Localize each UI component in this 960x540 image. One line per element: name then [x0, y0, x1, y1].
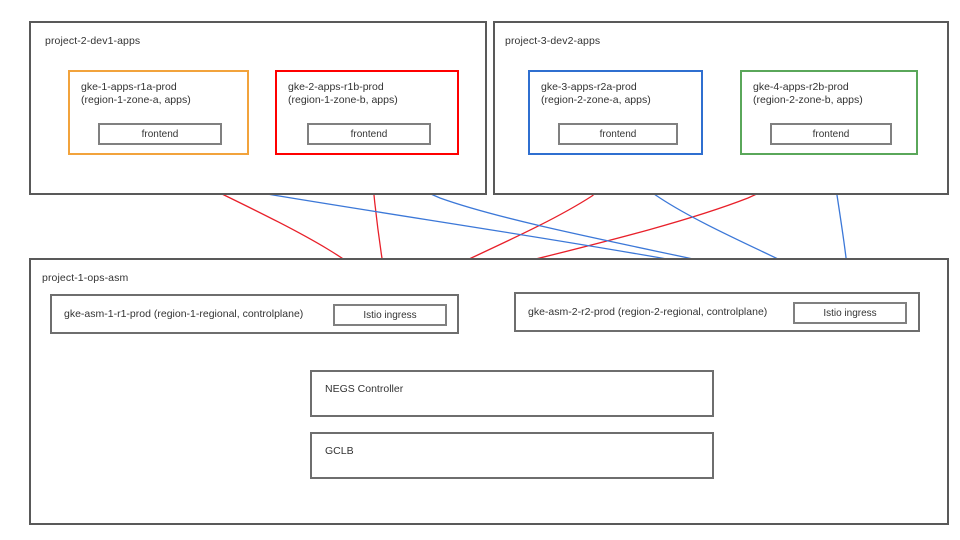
cluster-name-gke-2: gke-2-apps-r1b-prod: [288, 81, 384, 93]
project-label-project-3-dev2-apps: project-3-dev2-apps: [505, 35, 601, 47]
cluster-detail-gke-4: (region-2-zone-b, apps): [753, 94, 863, 106]
istio-ingress-box-gke-asm-1[interactable]: Istio ingress: [333, 304, 447, 326]
cluster-box-gke-1[interactable]: gke-1-apps-r1a-prod (region-1-zone-a, ap…: [68, 70, 249, 155]
cluster-detail-gke-1: (region-1-zone-a, apps): [81, 94, 191, 106]
workload-box-gke-3-frontend[interactable]: frontend: [558, 123, 678, 145]
controlplane-label-gke-asm-2: gke-asm-2-r2-prod (region-2-regional, co…: [528, 306, 768, 318]
component-label-negs-controller: NEGS Controller: [325, 383, 404, 395]
project-label-project-2-dev1-apps: project-2-dev1-apps: [45, 35, 141, 47]
cluster-box-gke-3[interactable]: gke-3-apps-r2a-prod (region-2-zone-a, ap…: [528, 70, 703, 155]
istio-ingress-box-gke-asm-2[interactable]: Istio ingress: [793, 302, 907, 324]
cluster-name-gke-4: gke-4-apps-r2b-prod: [753, 81, 849, 93]
component-box-gclb[interactable]: GCLB: [310, 432, 714, 479]
workload-box-gke-4-frontend[interactable]: frontend: [770, 123, 892, 145]
controlplane-box-gke-asm-2[interactable]: gke-asm-2-r2-prod (region-2-regional, co…: [514, 292, 920, 332]
cluster-box-gke-2[interactable]: gke-2-apps-r1b-prod (region-1-zone-b, ap…: [275, 70, 459, 155]
cluster-title-gke-4: gke-4-apps-r2b-prod (region-2-zone-b, ap…: [753, 81, 863, 107]
controlplane-box-gke-asm-1[interactable]: gke-asm-1-r1-prod (region-1-regional, co…: [50, 294, 459, 334]
workload-box-gke-2-frontend[interactable]: frontend: [307, 123, 431, 145]
cluster-name-gke-3: gke-3-apps-r2a-prod: [541, 81, 637, 93]
component-box-negs-controller[interactable]: NEGS Controller: [310, 370, 714, 417]
cluster-detail-gke-2: (region-1-zone-b, apps): [288, 94, 398, 106]
component-label-gclb: GCLB: [325, 445, 354, 457]
cluster-title-gke-1: gke-1-apps-r1a-prod (region-1-zone-a, ap…: [81, 81, 191, 107]
cluster-name-gke-1: gke-1-apps-r1a-prod: [81, 81, 177, 93]
cluster-title-gke-3: gke-3-apps-r2a-prod (region-2-zone-a, ap…: [541, 81, 651, 107]
workload-box-gke-1-frontend[interactable]: frontend: [98, 123, 222, 145]
controlplane-label-gke-asm-1: gke-asm-1-r1-prod (region-1-regional, co…: [64, 308, 304, 320]
cluster-detail-gke-3: (region-2-zone-a, apps): [541, 94, 651, 106]
project-label-project-1-ops-asm: project-1-ops-asm: [42, 272, 129, 284]
cluster-title-gke-2: gke-2-apps-r1b-prod (region-1-zone-b, ap…: [288, 81, 398, 107]
cluster-box-gke-4[interactable]: gke-4-apps-r2b-prod (region-2-zone-b, ap…: [740, 70, 918, 155]
